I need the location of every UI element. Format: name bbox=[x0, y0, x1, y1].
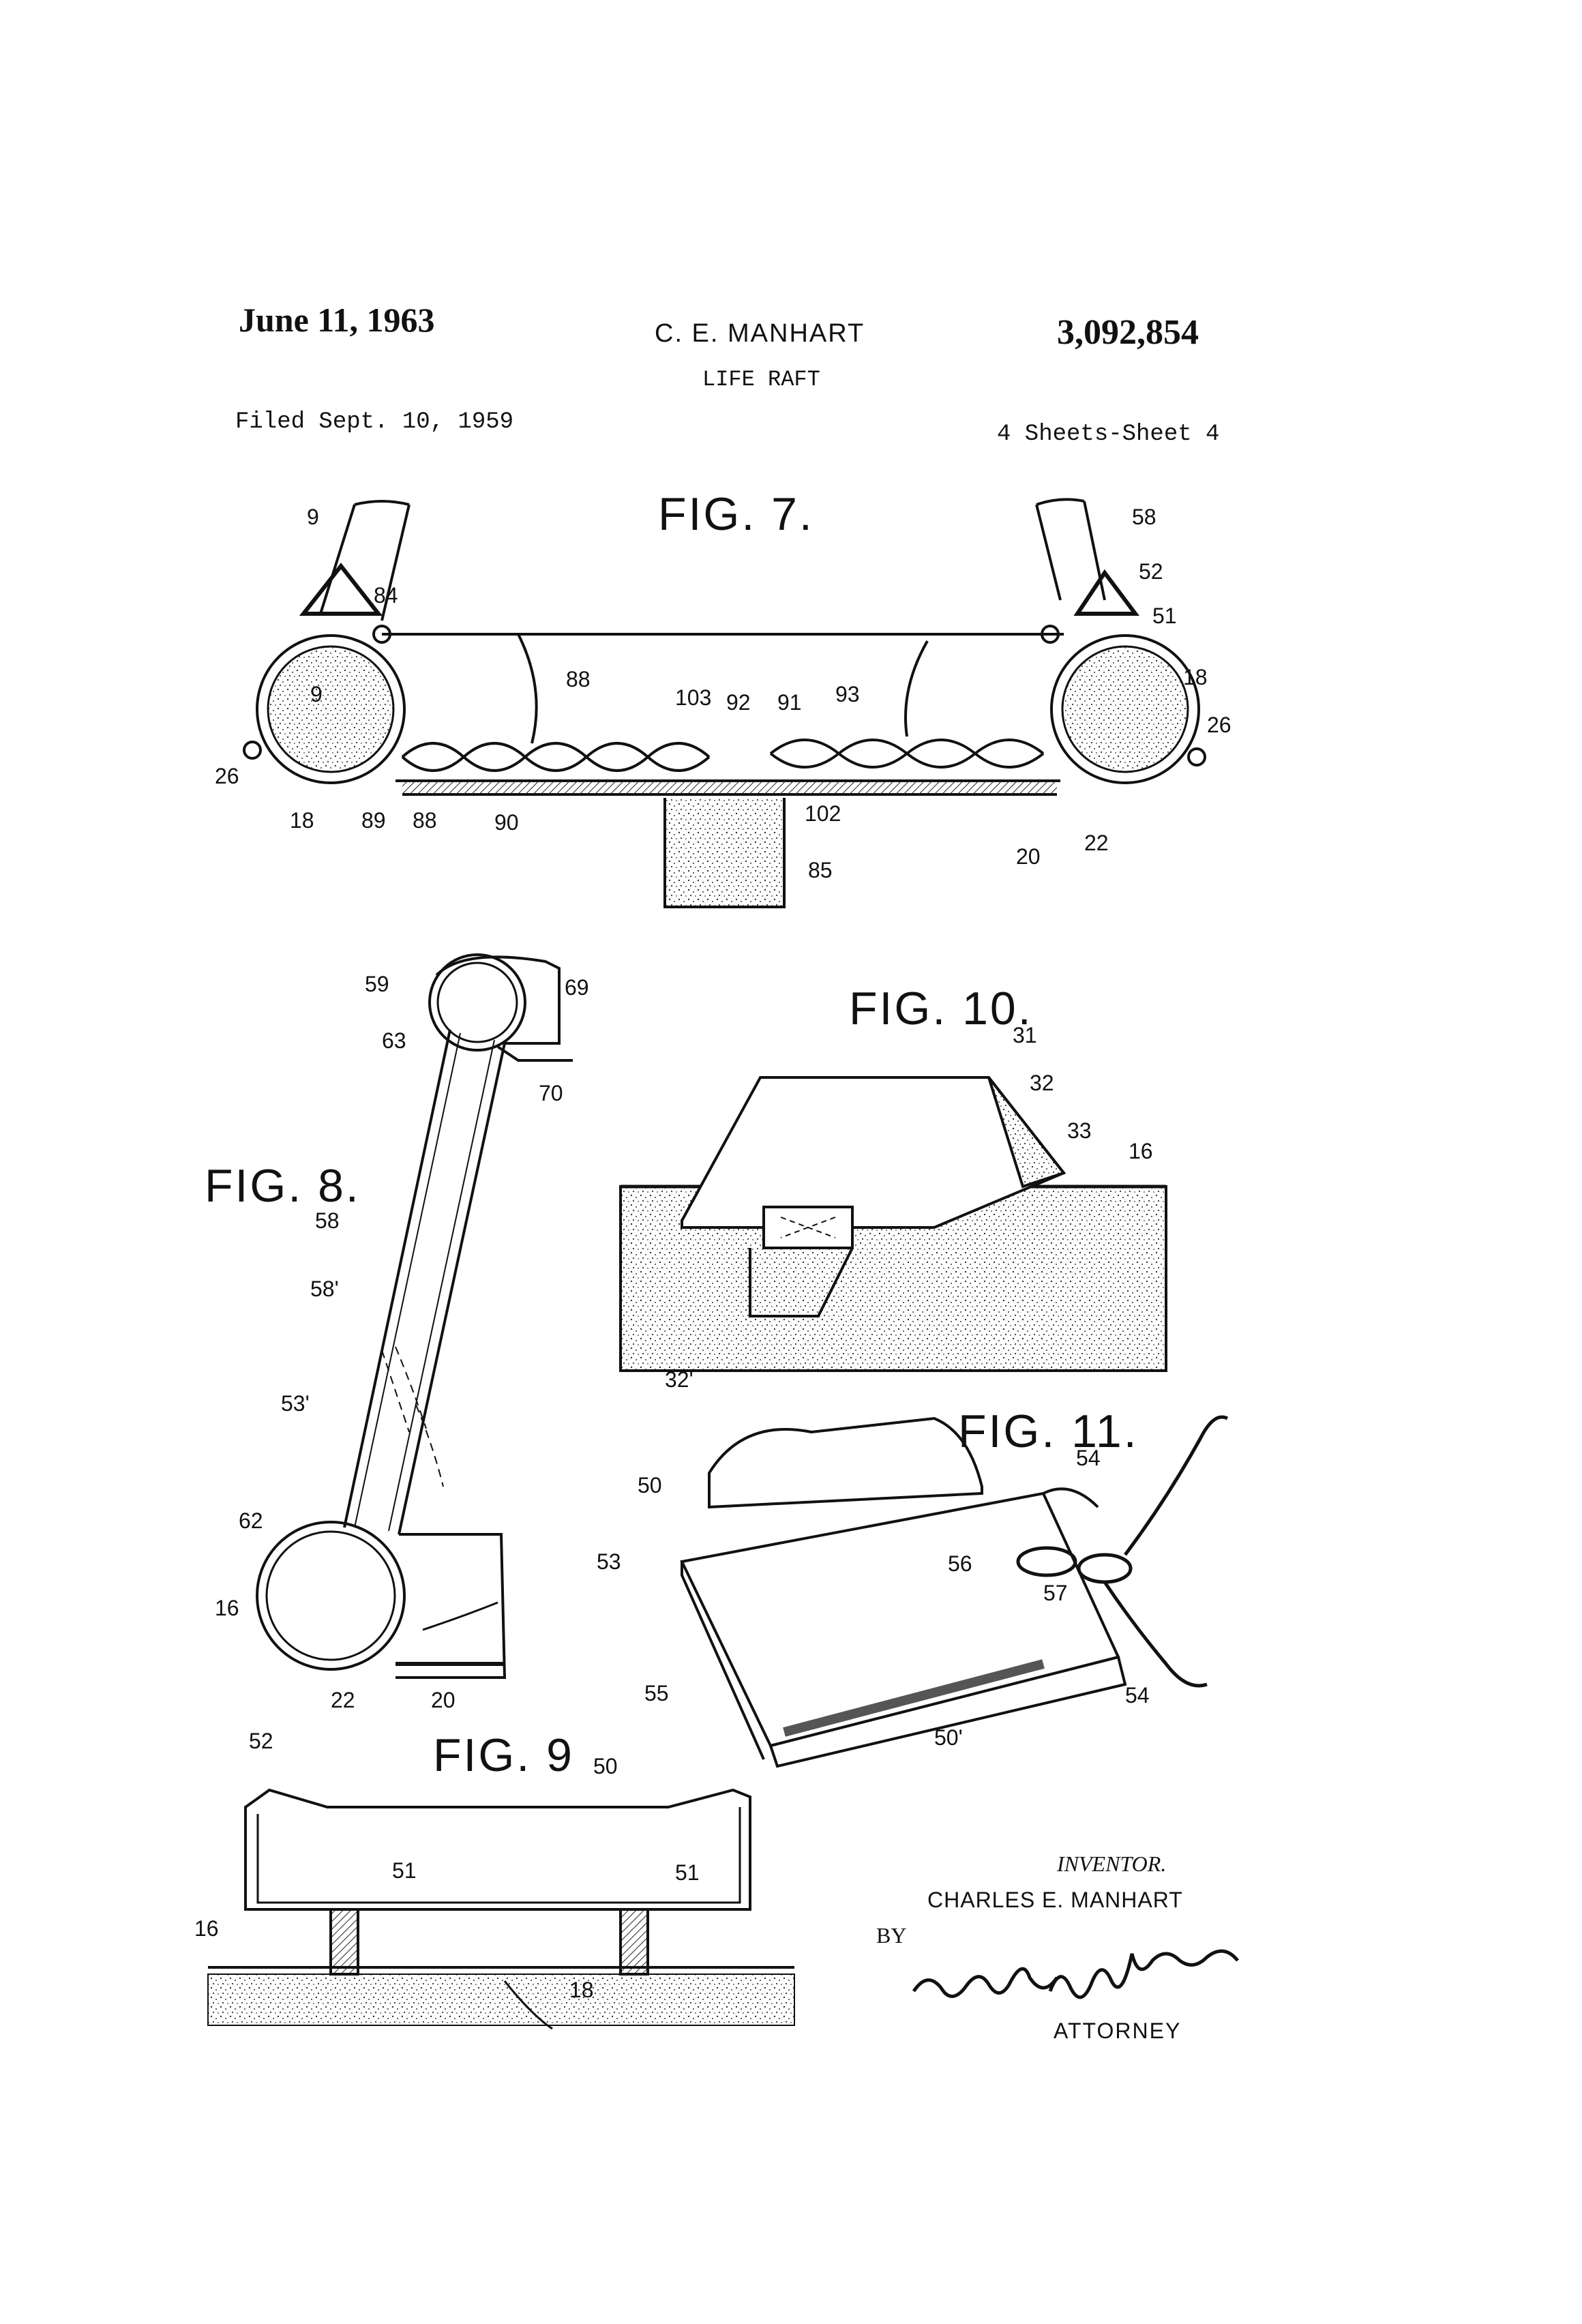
ref-numeral: 16 bbox=[215, 1596, 239, 1621]
ref-numeral: 88 bbox=[566, 667, 591, 692]
ref-numeral: 51 bbox=[675, 1860, 700, 1886]
fig11-label: FIG. 11. bbox=[958, 1405, 1139, 1458]
ref-numeral: 52 bbox=[1139, 559, 1163, 584]
ref-numeral: 93 bbox=[835, 682, 860, 707]
ref-numeral: 62 bbox=[239, 1508, 263, 1534]
fig7-label: FIG. 7. bbox=[658, 488, 814, 541]
ref-numeral: 18 bbox=[290, 808, 314, 833]
ref-numeral: 88 bbox=[413, 808, 437, 833]
attorney-signature-drawing bbox=[914, 1951, 1238, 1997]
ref-numeral: 20 bbox=[431, 1688, 456, 1713]
ref-numeral: 20 bbox=[1016, 844, 1041, 869]
ref-numeral: 26 bbox=[215, 764, 239, 789]
fig7-drawing bbox=[244, 499, 1205, 907]
ref-numeral: 22 bbox=[331, 1688, 355, 1713]
ref-numeral: 63 bbox=[382, 1028, 406, 1054]
fig8-label: FIG. 8. bbox=[205, 1159, 361, 1212]
ref-numeral: 70 bbox=[539, 1081, 563, 1106]
ref-numeral: 16 bbox=[194, 1916, 219, 1941]
fig10-label: FIG. 10. bbox=[849, 982, 1033, 1035]
ref-numeral: 58 bbox=[315, 1208, 340, 1234]
ref-numeral: 9 bbox=[307, 505, 319, 530]
ref-numeral: 51 bbox=[1152, 604, 1177, 629]
inventor-label: INVENTOR. bbox=[1057, 1851, 1166, 1877]
ref-numeral: 50' bbox=[934, 1725, 963, 1751]
ref-numeral: 26 bbox=[1207, 713, 1232, 738]
ref-numeral: 84 bbox=[374, 583, 398, 608]
ref-numeral: 91 bbox=[777, 690, 802, 715]
ref-numeral: 22 bbox=[1084, 831, 1109, 856]
by-label: BY bbox=[876, 1923, 906, 1948]
ref-numeral: 54 bbox=[1076, 1446, 1101, 1471]
ref-numeral: 89 bbox=[361, 808, 386, 833]
ref-numeral: 52 bbox=[249, 1729, 273, 1754]
ref-numeral: 32' bbox=[665, 1367, 693, 1392]
ref-numeral: 85 bbox=[808, 858, 833, 883]
ref-numeral: 31 bbox=[1013, 1023, 1037, 1048]
fig9-drawing bbox=[208, 1790, 794, 2029]
ref-numeral: 32 bbox=[1030, 1071, 1054, 1096]
ref-numeral: 69 bbox=[565, 975, 589, 1000]
ref-numeral: 56 bbox=[948, 1551, 972, 1577]
fig9-label: FIG. 9 bbox=[433, 1729, 574, 1782]
ref-numeral: 55 bbox=[644, 1681, 669, 1706]
ref-numeral: 59 bbox=[365, 972, 389, 997]
ref-numeral: 50 bbox=[638, 1473, 662, 1498]
ref-numeral: 102 bbox=[805, 801, 841, 826]
attorney-label: ATTORNEY bbox=[1054, 2018, 1181, 2044]
ref-numeral: 92 bbox=[726, 690, 751, 715]
inventor-name: CHARLES E. MANHART bbox=[927, 1888, 1183, 1913]
ref-numeral: 57 bbox=[1043, 1581, 1068, 1606]
ref-numeral: 51 bbox=[392, 1858, 417, 1883]
ref-numeral: 16 bbox=[1129, 1139, 1153, 1164]
ref-numeral: 50 bbox=[593, 1754, 618, 1779]
ref-numeral: 53 bbox=[597, 1549, 621, 1575]
ref-numeral: 33 bbox=[1067, 1118, 1092, 1144]
ref-numeral: 103 bbox=[675, 685, 711, 711]
ref-numeral: 54 bbox=[1125, 1683, 1150, 1708]
fig8-drawing bbox=[257, 955, 573, 1678]
ref-numeral: 90 bbox=[494, 810, 519, 835]
ref-numeral: 18 bbox=[1183, 665, 1208, 690]
ref-numeral: 18 bbox=[569, 1978, 594, 2003]
ref-numeral: 58' bbox=[310, 1277, 339, 1302]
ref-numeral: 53' bbox=[281, 1391, 310, 1416]
ref-numeral: 58 bbox=[1132, 505, 1156, 530]
fig11-drawing bbox=[682, 1417, 1227, 1766]
ref-numeral: 9 bbox=[310, 682, 323, 707]
